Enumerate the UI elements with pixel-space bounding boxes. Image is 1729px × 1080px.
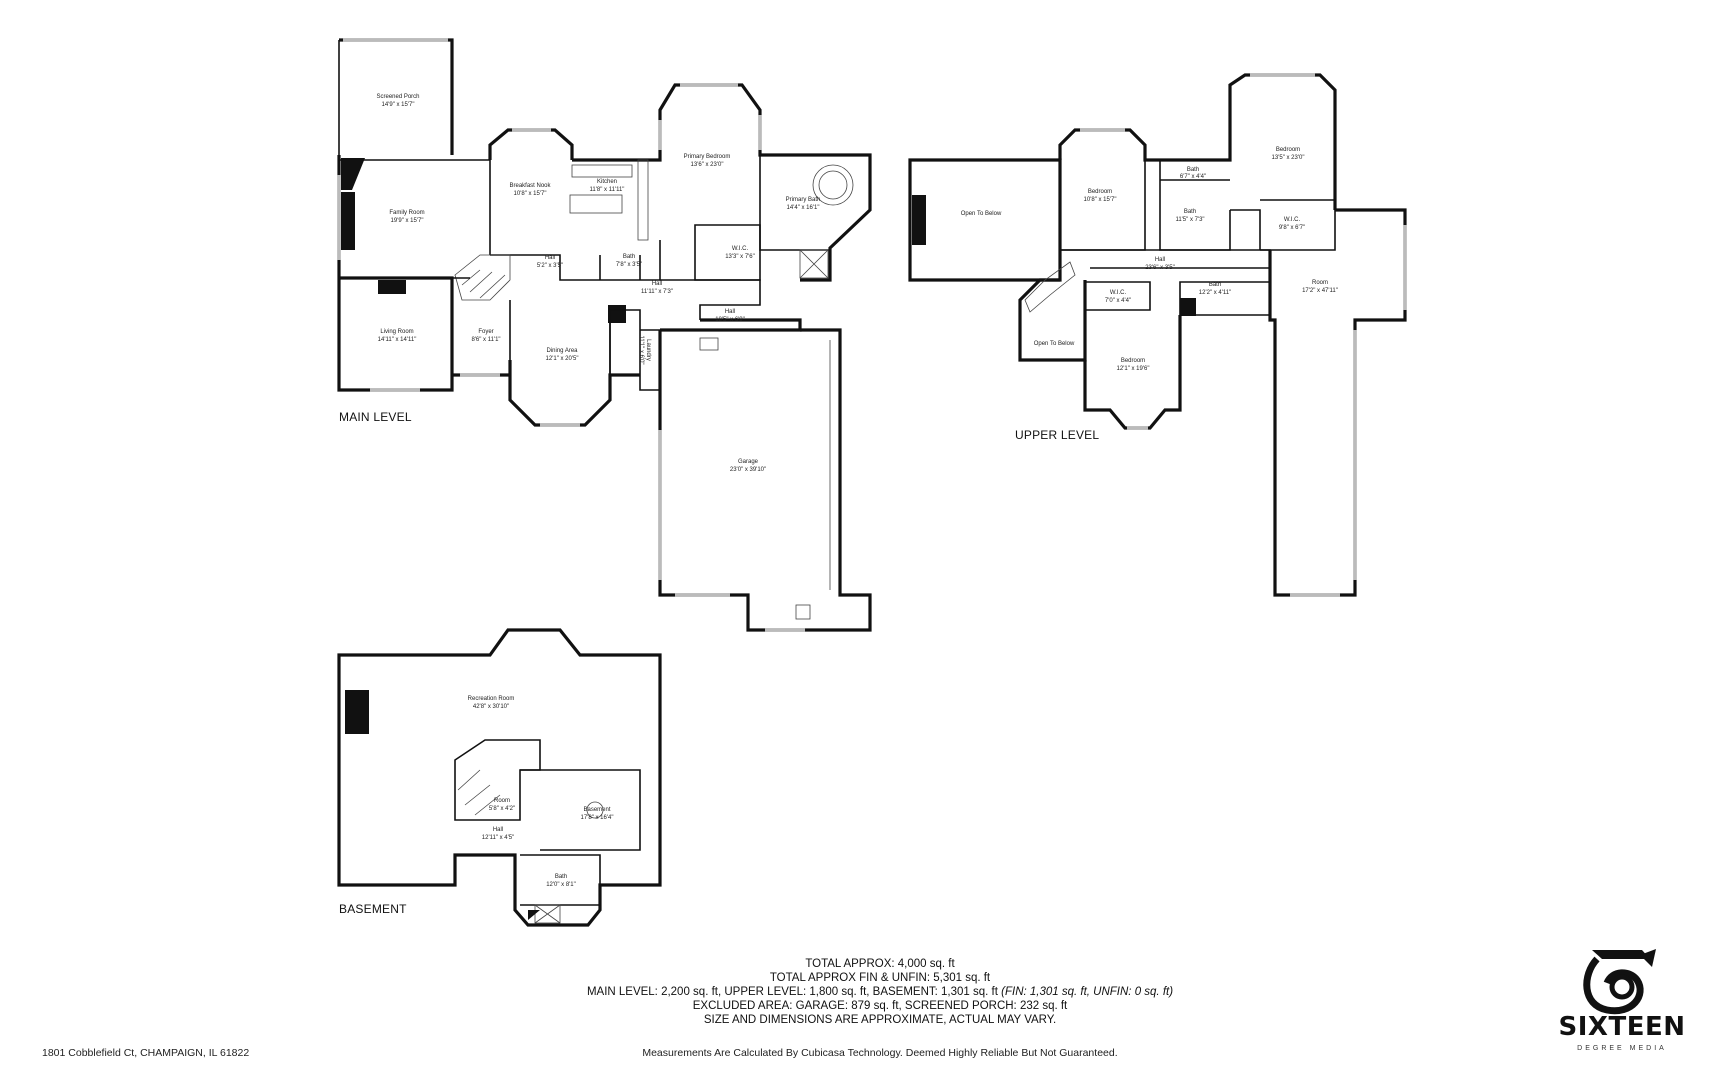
dims-upper-bedroom-1: 10'8" x 15'7" bbox=[1084, 197, 1117, 203]
dims-dining-area: 12'1" x 20'5" bbox=[546, 356, 579, 362]
brand-name: SIXTEEN bbox=[1558, 1012, 1686, 1042]
dims-bsmt-basement: 17'8" x 16'4" bbox=[581, 815, 614, 821]
summary-total-approx: TOTAL APPROX: 4,000 sq. ft bbox=[805, 958, 955, 970]
dims-screened-porch: 14'9" x 15'7" bbox=[382, 102, 415, 108]
label-upper-wic-2: W.I.C. bbox=[1110, 290, 1127, 296]
dims-bsmt-hall: 12'11" x 4'5" bbox=[482, 835, 514, 841]
upper-level-plan bbox=[908, 73, 1407, 597]
dims-upper-room: 17'2" x 47'11" bbox=[1302, 288, 1338, 294]
summary-level-areas: MAIN LEVEL: 2,200 sq. ft, UPPER LEVEL: 1… bbox=[586, 986, 1002, 998]
label-bsmt-hall: Hall bbox=[493, 827, 503, 833]
summary-excluded-area: EXCLUDED AREA: GARAGE: 879 sq. ft, SCREE… bbox=[692, 1000, 1068, 1012]
summary-approx-note: SIZE AND DIMENSIONS ARE APPROXIMATE, ACT… bbox=[703, 1014, 1057, 1026]
measurement-disclaimer: Measurements Are Calculated By Cubicasa … bbox=[642, 1047, 1118, 1059]
label-main-hall-2: Hall bbox=[652, 281, 662, 287]
dims-living-room: 14'11" x 14'11" bbox=[378, 337, 417, 343]
upper-level-title: UPPER LEVEL bbox=[1015, 428, 1100, 442]
label-foyer: Foyer bbox=[478, 329, 493, 335]
dims-main-hall-3: 18'5" x 6'9" bbox=[715, 317, 745, 323]
label-open-below-1: Open To Below bbox=[961, 211, 1002, 217]
label-upper-bath-3: Bath bbox=[1209, 282, 1221, 288]
dims-primary-bedroom: 13'6" x 23'0" bbox=[691, 162, 724, 168]
label-upper-wic-1: W.I.C. bbox=[1284, 217, 1301, 223]
dims-main-hall-1: 5'2" x 3'5" bbox=[537, 263, 563, 269]
label-living-room: Living Room bbox=[380, 329, 413, 335]
label-primary-bedroom: Primary Bedroom bbox=[684, 154, 731, 160]
label-kitchen: Kitchen bbox=[597, 179, 617, 185]
basement-title: BASEMENT bbox=[339, 902, 407, 916]
label-upper-bedroom-1: Bedroom bbox=[1088, 189, 1112, 195]
property-address: 1801 Cobblefield Ct, CHAMPAIGN, IL 61822 bbox=[42, 1047, 250, 1059]
label-recreation-room: Recreation Room bbox=[468, 696, 515, 702]
room-labels: Screened Porch 14'9" x 15'7" Family Room… bbox=[376, 94, 1337, 888]
dims-breakfast-nook: 10'8" x 15'7" bbox=[514, 191, 547, 197]
area-summary: TOTAL APPROX: 4,000 sq. ft TOTAL APPROX … bbox=[520, 957, 1240, 1027]
label-upper-bedroom-2: Bedroom bbox=[1276, 147, 1300, 153]
summary-total-fin-unfin: TOTAL APPROX FIN & UNFIN: 5,301 sq. ft bbox=[769, 972, 991, 984]
dims-main-bath: 7'8" x 3'5" bbox=[616, 262, 642, 268]
brand-tagline: DEGREE MEDIA bbox=[1577, 1045, 1667, 1052]
dims-primary-bath: 14'4" x 16'1" bbox=[787, 205, 820, 211]
label-screened-porch: Screened Porch bbox=[376, 94, 419, 100]
dims-upper-bedroom-3: 12'1" x 19'6" bbox=[1117, 366, 1150, 372]
dims-bsmt-bath: 12'0" x 8'1" bbox=[546, 882, 576, 888]
label-breakfast-nook: Breakfast Nook bbox=[509, 183, 551, 189]
label-main-bath: Bath bbox=[623, 254, 635, 260]
label-bsmt-basement: Basement bbox=[583, 807, 610, 813]
dims-upper-wic-2: 7'0" x 4'4" bbox=[1105, 298, 1131, 304]
label-upper-bath-1: Bath bbox=[1187, 167, 1199, 173]
dims-garage: 23'0" x 39'10" bbox=[730, 467, 766, 473]
dims-upper-wic-1: 9'8" x 6'7" bbox=[1279, 225, 1305, 231]
dims-upper-hall: 23'6" x 3'5" bbox=[1145, 265, 1175, 271]
label-upper-room: Room bbox=[1312, 280, 1328, 286]
dims-upper-bedroom-2: 13'5" x 23'0" bbox=[1272, 155, 1305, 161]
label-upper-bedroom-3: Bedroom bbox=[1121, 358, 1145, 364]
summary-level-breakdown: MAIN LEVEL: 2,200 sq. ft, UPPER LEVEL: 1… bbox=[520, 985, 1240, 999]
dims-laundry: 11'1" x 6'0" bbox=[638, 335, 644, 364]
dims-upper-bath-3: 12'2" x 4'11" bbox=[1199, 290, 1231, 296]
label-upper-hall: Hall bbox=[1155, 257, 1165, 263]
label-dining-area: Dining Area bbox=[546, 348, 578, 354]
dims-upper-bath-2: 11'5" x 7'3" bbox=[1175, 217, 1204, 223]
sixteen-degree-logo-icon bbox=[1583, 949, 1656, 1015]
label-open-below-2: Open To Below bbox=[1034, 341, 1075, 347]
label-bsmt-bath: Bath bbox=[555, 874, 567, 880]
label-family-room: Family Room bbox=[389, 210, 424, 216]
dims-bsmt-room: 5'8" x 4'2" bbox=[489, 806, 515, 812]
dims-kitchen: 11'8" x 11'11" bbox=[590, 187, 625, 193]
label-main-hall-1: Hall bbox=[545, 255, 555, 261]
dims-family-room: 19'9" x 15'7" bbox=[391, 218, 424, 224]
dims-upper-bath-1: 6'7" x 4'4" bbox=[1180, 174, 1206, 180]
dims-foyer: 8'6" x 11'1" bbox=[471, 337, 500, 343]
dims-recreation-room: 42'8" x 30'10" bbox=[473, 704, 509, 710]
dims-main-hall-2: 11'11" x 7'3" bbox=[641, 289, 673, 295]
main-level-title: MAIN LEVEL bbox=[339, 410, 412, 424]
summary-fin-unfin-note: (FIN: 1,301 sq. ft, UNFIN: 0 sq. ft) bbox=[1001, 986, 1174, 998]
main-level-plan bbox=[337, 38, 872, 632]
label-bsmt-room: Room bbox=[494, 798, 510, 804]
dims-main-wic: 13'3" x 7'6" bbox=[725, 254, 755, 260]
label-main-hall-3: Hall bbox=[725, 309, 735, 315]
label-laundry: Laundry bbox=[645, 339, 651, 361]
label-upper-bath-2: Bath bbox=[1184, 209, 1196, 215]
label-main-wic: W.I.C. bbox=[732, 246, 749, 252]
label-primary-bath: Primary Bath bbox=[786, 197, 821, 203]
basement-plan bbox=[337, 628, 662, 927]
label-garage: Garage bbox=[738, 459, 759, 465]
